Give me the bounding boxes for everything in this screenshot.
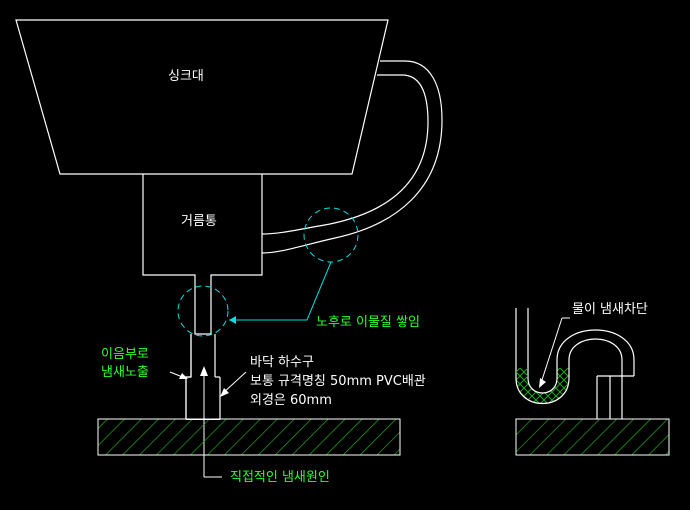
floor-drain-label-1: 바닥 하수구 xyxy=(250,355,314,370)
floor-drain-label-3: 외경은 60mm xyxy=(250,393,332,408)
buildup-label: 노후로 이물질 쌓임 xyxy=(316,315,420,330)
p-trap-inner xyxy=(527,329,635,394)
joint-odor-label-1: 이음부로 xyxy=(101,347,149,362)
overflow-hose-outer xyxy=(261,60,443,254)
buildup-leader-line xyxy=(229,261,332,321)
floor-slab-right xyxy=(515,418,670,456)
buildup-circle-pipe xyxy=(177,285,229,337)
filter-bin-label: 거름통 xyxy=(181,214,217,229)
sink-label: 싱크대 xyxy=(168,69,204,84)
buildup-circle-hose xyxy=(303,207,359,263)
joint-odor-label-2: 냄새노출 xyxy=(101,365,149,380)
overflow-hose-inner xyxy=(261,74,429,235)
trap-water-seal xyxy=(516,368,569,404)
sink-basin xyxy=(15,19,389,175)
water-seal-label: 물이 냄새차단 xyxy=(572,302,648,317)
p-trap-outer xyxy=(515,338,623,419)
floor-slab-left xyxy=(97,418,401,456)
direct-cause-label: 직접적인 냄새원인 xyxy=(230,470,330,485)
filter-bin xyxy=(142,174,263,335)
floor-drain-label-2: 보통 규격명칭 50mm PVC배관 xyxy=(250,374,426,389)
buildup-leader-arrow xyxy=(229,316,236,324)
